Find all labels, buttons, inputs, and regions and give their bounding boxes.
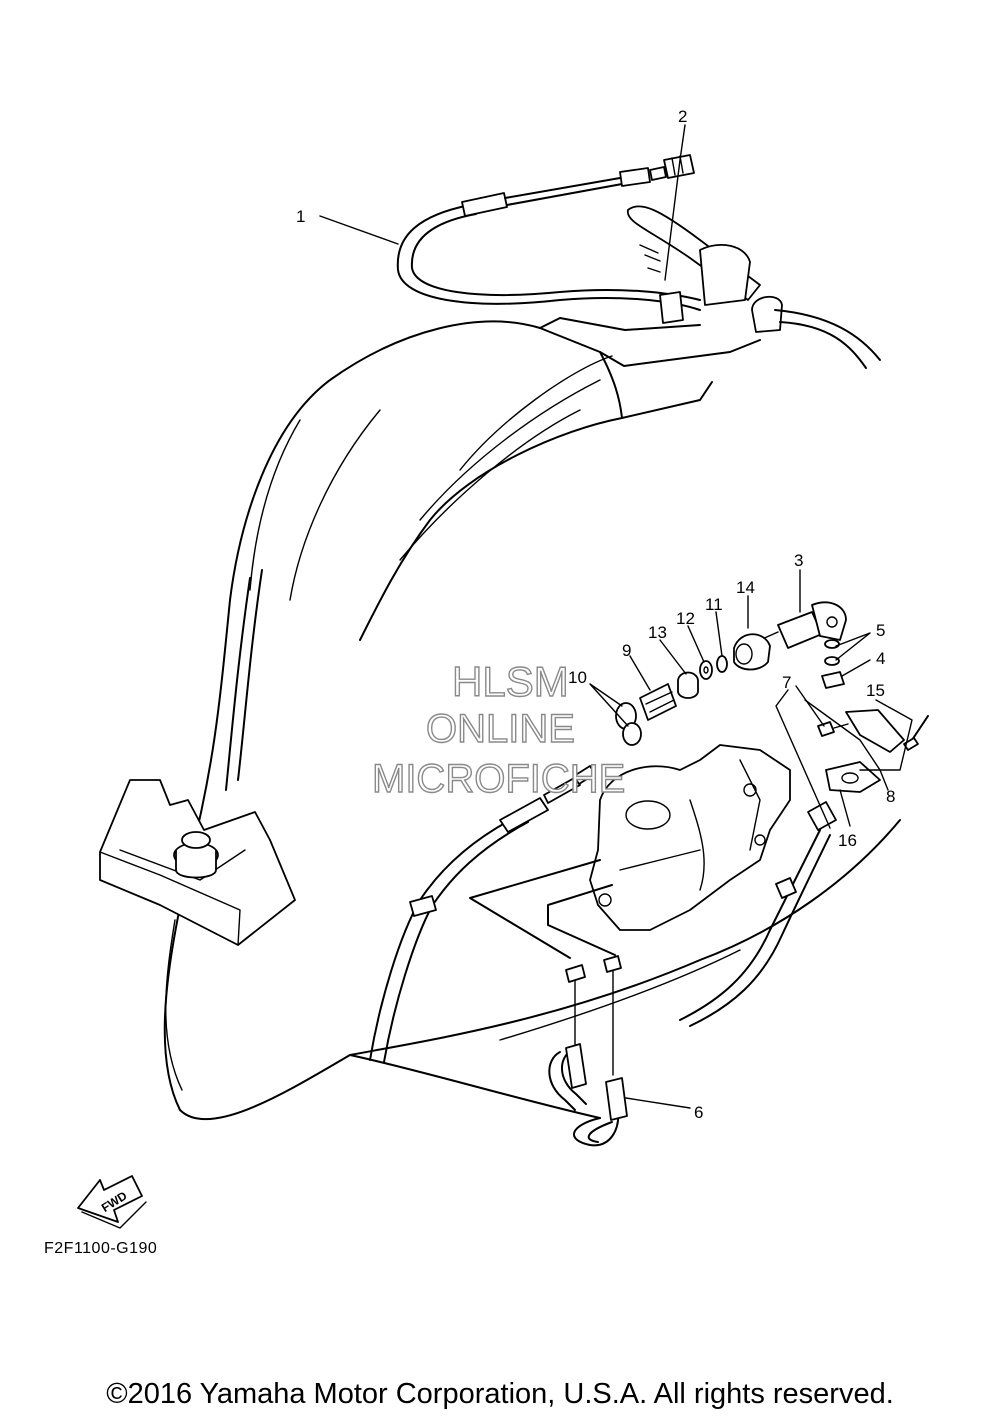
nut-4 [821,671,845,689]
copyright-notice: ©2016 Yamaha Motor Corporation, U.S.A. A… [106,1378,894,1410]
callout-16: 16 [838,831,857,850]
callout-6: 6 [694,1103,703,1122]
right-cable-6 [679,801,837,1027]
watermark-line-2: ONLINE [426,707,575,751]
washer-10 [615,702,642,746]
callout-11: 11 [705,595,723,614]
callout-9: 9 [622,641,631,660]
hull-outline [163,317,901,1121]
callout-12: 12 [676,609,695,628]
watermark-line-1: HLSM [452,658,569,705]
grommet-13 [677,671,699,699]
upper-cable-1 [396,166,701,311]
leader-lines [319,124,913,1109]
callout-2: 2 [678,107,687,126]
forward-arrow-icon: FWD [77,1175,147,1229]
washer-12 [699,660,713,680]
callout-3: 3 [794,551,803,570]
pin-15 [903,715,929,751]
callout-1: 1 [296,207,305,226]
joint-3 [759,601,847,649]
callout-13: 13 [648,623,667,642]
footrest-block [99,779,296,946]
nut-14 [733,633,771,671]
drawing-code: F2F1100-G190 [44,1240,158,1257]
callout-4: 4 [876,649,885,668]
hose-caps [565,955,622,983]
callout-7: 7 [782,673,791,692]
washer-5 [824,639,840,666]
callout-10: 10 [568,668,587,687]
callout-5: 5 [876,621,885,640]
bracket-lever [845,709,905,753]
watermark-line-3: MICROFICHE [372,757,625,801]
bushing-9 [639,683,677,721]
mid-cable [369,765,596,1063]
callout-numbers: 1 2 3 4 5 6 7 8 9 10 11 12 13 14 15 16 [296,107,895,1122]
gasket-8-16 [825,761,881,793]
jet-pump-body [589,744,791,931]
callout-8: 8 [886,787,895,806]
callout-15: 15 [866,681,885,700]
callout-14: 14 [736,578,755,597]
steering-head [627,205,881,369]
lower-hose [548,1043,628,1147]
watermark: HLSM ONLINE MICROFICHE [371,657,626,801]
washer-11 [716,655,728,673]
